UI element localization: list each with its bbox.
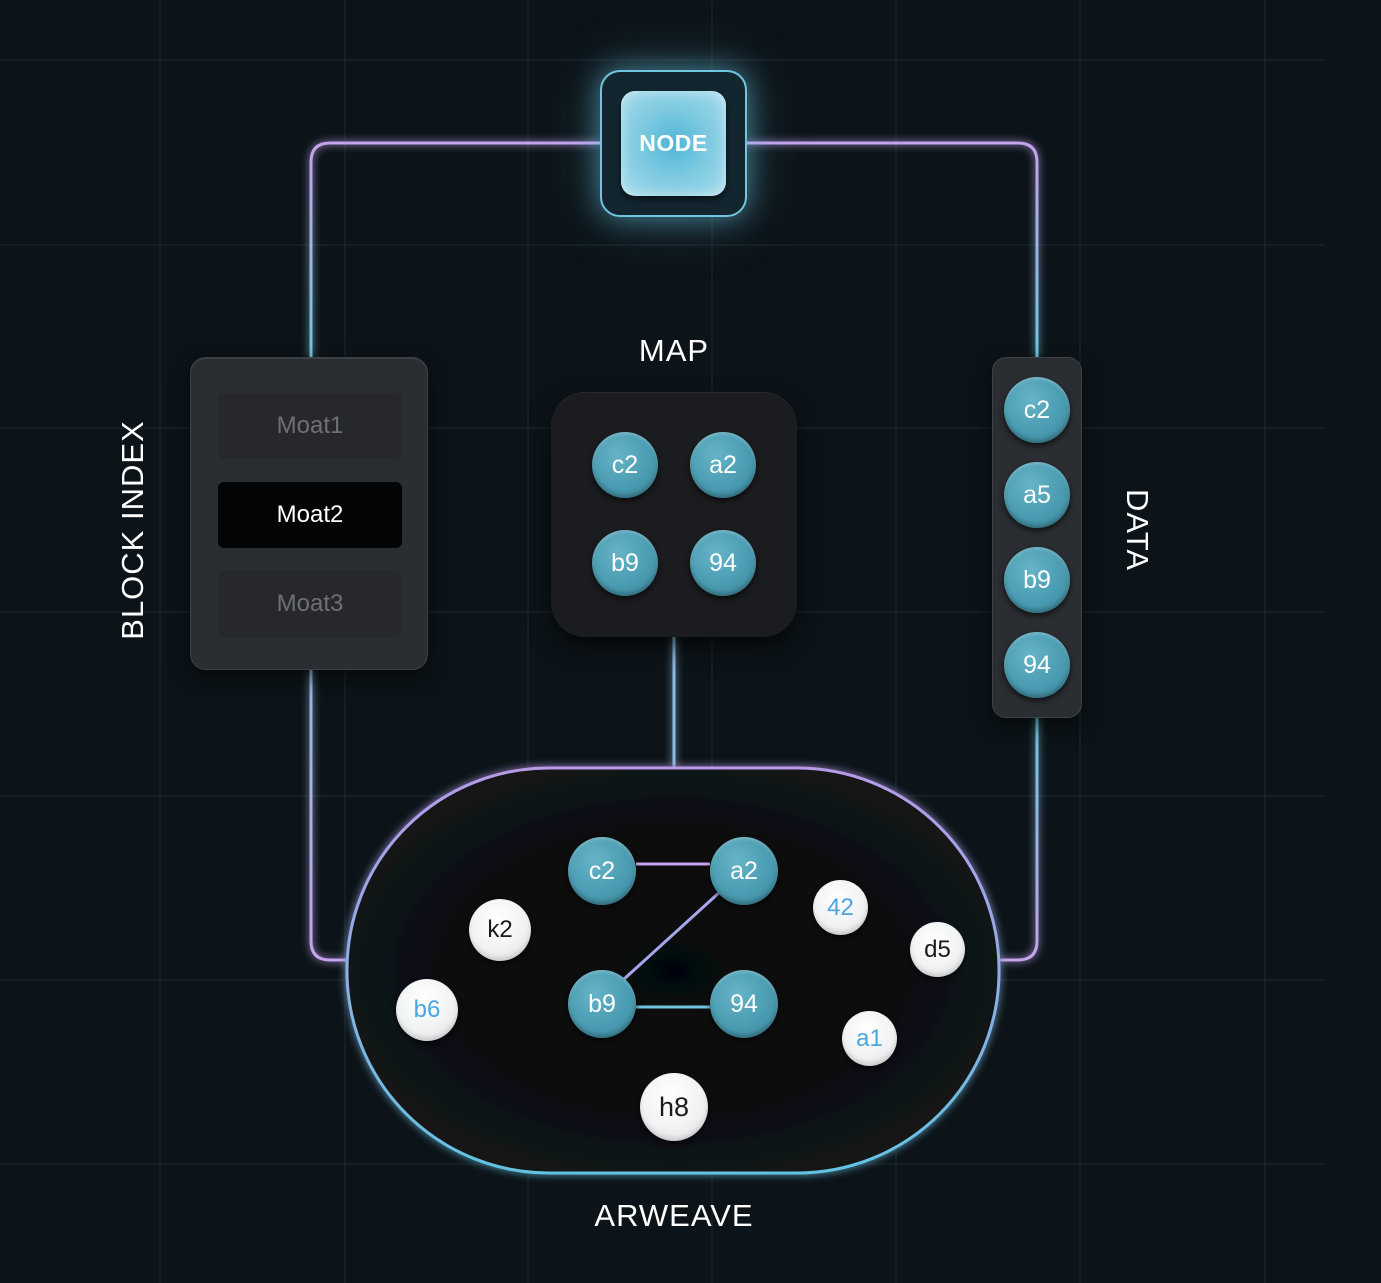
map-node-94[interactable]: 94 [690,530,756,596]
arweave-title: ARWEAVE [594,1198,754,1233]
block-index-item-moat3[interactable]: Moat3 [218,571,402,637]
data-node-a5[interactable]: a5 [1004,462,1070,528]
arweave-node-b6[interactable]: b6 [396,979,458,1041]
wire-node-to-block-index [309,141,600,357]
data-node-94[interactable]: 94 [1004,632,1070,698]
node-box[interactable]: NODE [600,70,747,217]
wire-data-to-arweave [998,718,1039,962]
node-label: NODE [621,91,726,196]
wire-block-index-to-arweave [309,670,348,962]
map-node-b9[interactable]: b9 [592,530,658,596]
block-index-panel: Moat1 Moat2 Moat3 [190,357,428,670]
map-node-a2[interactable]: a2 [690,432,756,498]
block-index-title: BLOCK INDEX [115,420,150,640]
map-title: MAP [638,333,710,368]
block-index-item-moat2[interactable]: Moat2 [218,482,402,548]
data-node-b9[interactable]: b9 [1004,547,1070,613]
arweave-node-h8[interactable]: h8 [640,1073,708,1141]
arweave-node-k2[interactable]: k2 [469,899,531,961]
arweave-node-b9[interactable]: b9 [568,970,636,1038]
map-panel [551,392,797,637]
arweave-node-a1[interactable]: a1 [842,1011,897,1066]
arweave-node-42[interactable]: 42 [813,880,868,935]
block-index-item-moat1[interactable]: Moat1 [218,393,402,459]
data-title: DATA [1120,488,1155,572]
arweave-node-c2[interactable]: c2 [568,837,636,905]
arweave-link-a2-b9 [621,888,724,982]
data-node-c2[interactable]: c2 [1004,377,1070,443]
map-node-c2[interactable]: c2 [592,432,658,498]
wire-node-to-data [747,141,1039,357]
arweave-capsule [345,766,1001,1175]
arweave-node-94[interactable]: 94 [710,970,778,1038]
arweave-node-a2[interactable]: a2 [710,837,778,905]
arweave-node-d5[interactable]: d5 [910,922,965,977]
data-panel: c2 a5 b9 94 [992,357,1082,718]
